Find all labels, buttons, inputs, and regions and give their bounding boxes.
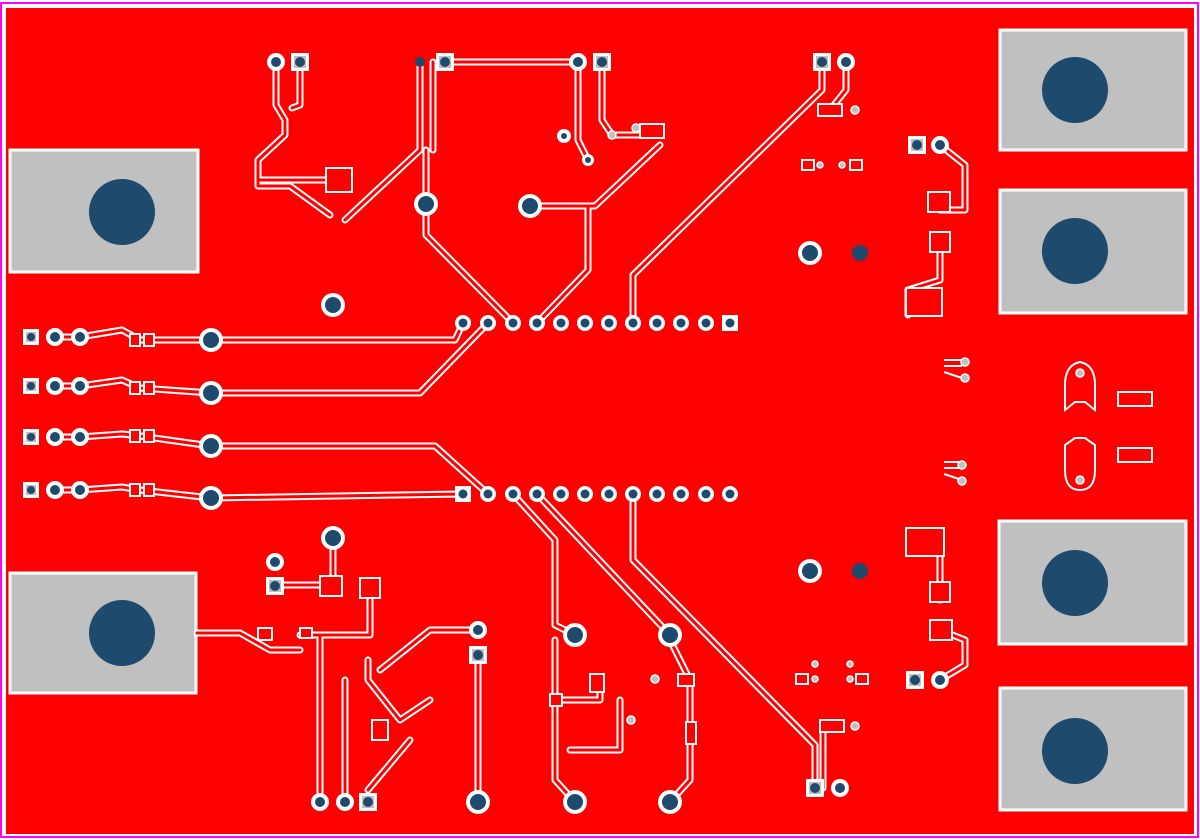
smd-pad bbox=[819, 719, 845, 733]
smd-pads bbox=[129, 103, 1153, 745]
header-hole bbox=[676, 489, 686, 499]
header-hole bbox=[580, 318, 590, 328]
to92-outline-upper bbox=[1064, 360, 1096, 413]
terminal-pads bbox=[8, 28, 1188, 812]
smd-pad bbox=[371, 719, 389, 741]
smd-pad bbox=[589, 673, 605, 693]
header-hole bbox=[508, 318, 518, 328]
header-hole bbox=[701, 489, 711, 499]
smd-pad bbox=[905, 287, 943, 317]
header-hole bbox=[508, 489, 518, 499]
terminal-hole bbox=[1042, 550, 1108, 616]
smd-pad bbox=[129, 381, 141, 395]
to92-outline-lower bbox=[1064, 437, 1096, 492]
header-row-top bbox=[455, 315, 738, 331]
terminal-hole bbox=[89, 179, 155, 245]
smd-pad bbox=[143, 483, 155, 497]
through-hole-pads bbox=[199, 53, 949, 814]
header-hole bbox=[628, 489, 638, 499]
header-hole bbox=[652, 318, 662, 328]
terminal-hole bbox=[1042, 57, 1108, 123]
smd-pad bbox=[325, 167, 353, 193]
header-hole bbox=[556, 318, 566, 328]
header-hole bbox=[556, 489, 566, 499]
terminal-hole bbox=[1042, 218, 1108, 284]
header-hole bbox=[725, 489, 735, 499]
header-hole bbox=[676, 318, 686, 328]
smd-pad bbox=[849, 159, 863, 171]
smd-pad bbox=[359, 577, 381, 599]
left-connector-pins bbox=[23, 328, 89, 499]
smd-pad bbox=[143, 381, 155, 395]
smd-pad bbox=[1117, 391, 1153, 407]
smd-pad bbox=[929, 619, 953, 641]
small-footprint-upper bbox=[943, 359, 963, 379]
smd-pad bbox=[299, 627, 313, 639]
smd-pad bbox=[129, 483, 141, 497]
header-hole bbox=[580, 489, 590, 499]
smd-pad bbox=[143, 333, 155, 347]
header-row-bottom bbox=[455, 486, 738, 502]
header-hole bbox=[532, 318, 542, 328]
smd-pad bbox=[905, 527, 945, 557]
smd-pad bbox=[549, 693, 563, 707]
smd-pad bbox=[855, 673, 869, 685]
header-hole bbox=[458, 489, 468, 499]
smd-pad bbox=[929, 231, 951, 253]
header-hole bbox=[604, 489, 614, 499]
smd-pad bbox=[1117, 447, 1153, 463]
header-hole bbox=[532, 489, 542, 499]
smd-pad bbox=[143, 429, 155, 443]
terminal-hole bbox=[89, 600, 155, 666]
header-hole bbox=[458, 318, 468, 328]
smd-pad bbox=[929, 581, 951, 603]
terminal-holes bbox=[89, 57, 1108, 784]
header-hole bbox=[604, 318, 614, 328]
smd-pad bbox=[927, 191, 951, 213]
component-outlines bbox=[943, 359, 1096, 492]
header-hole bbox=[483, 489, 493, 499]
header-hole bbox=[701, 318, 711, 328]
header-hole bbox=[725, 318, 735, 328]
header-hole bbox=[652, 489, 662, 499]
smd-pad bbox=[801, 159, 815, 171]
smd-pad bbox=[129, 429, 141, 443]
header-hole bbox=[628, 318, 638, 328]
smd-pad bbox=[639, 123, 665, 139]
smd-pad bbox=[319, 575, 343, 597]
smd-pad bbox=[817, 103, 843, 117]
smd-pad bbox=[677, 673, 695, 687]
terminal-hole bbox=[1042, 718, 1108, 784]
header-hole bbox=[483, 318, 493, 328]
vias bbox=[607, 105, 1085, 731]
smd-pad bbox=[685, 721, 697, 745]
smd-pad bbox=[129, 333, 141, 347]
smd-pad bbox=[795, 673, 809, 685]
smd-pad bbox=[257, 627, 273, 641]
